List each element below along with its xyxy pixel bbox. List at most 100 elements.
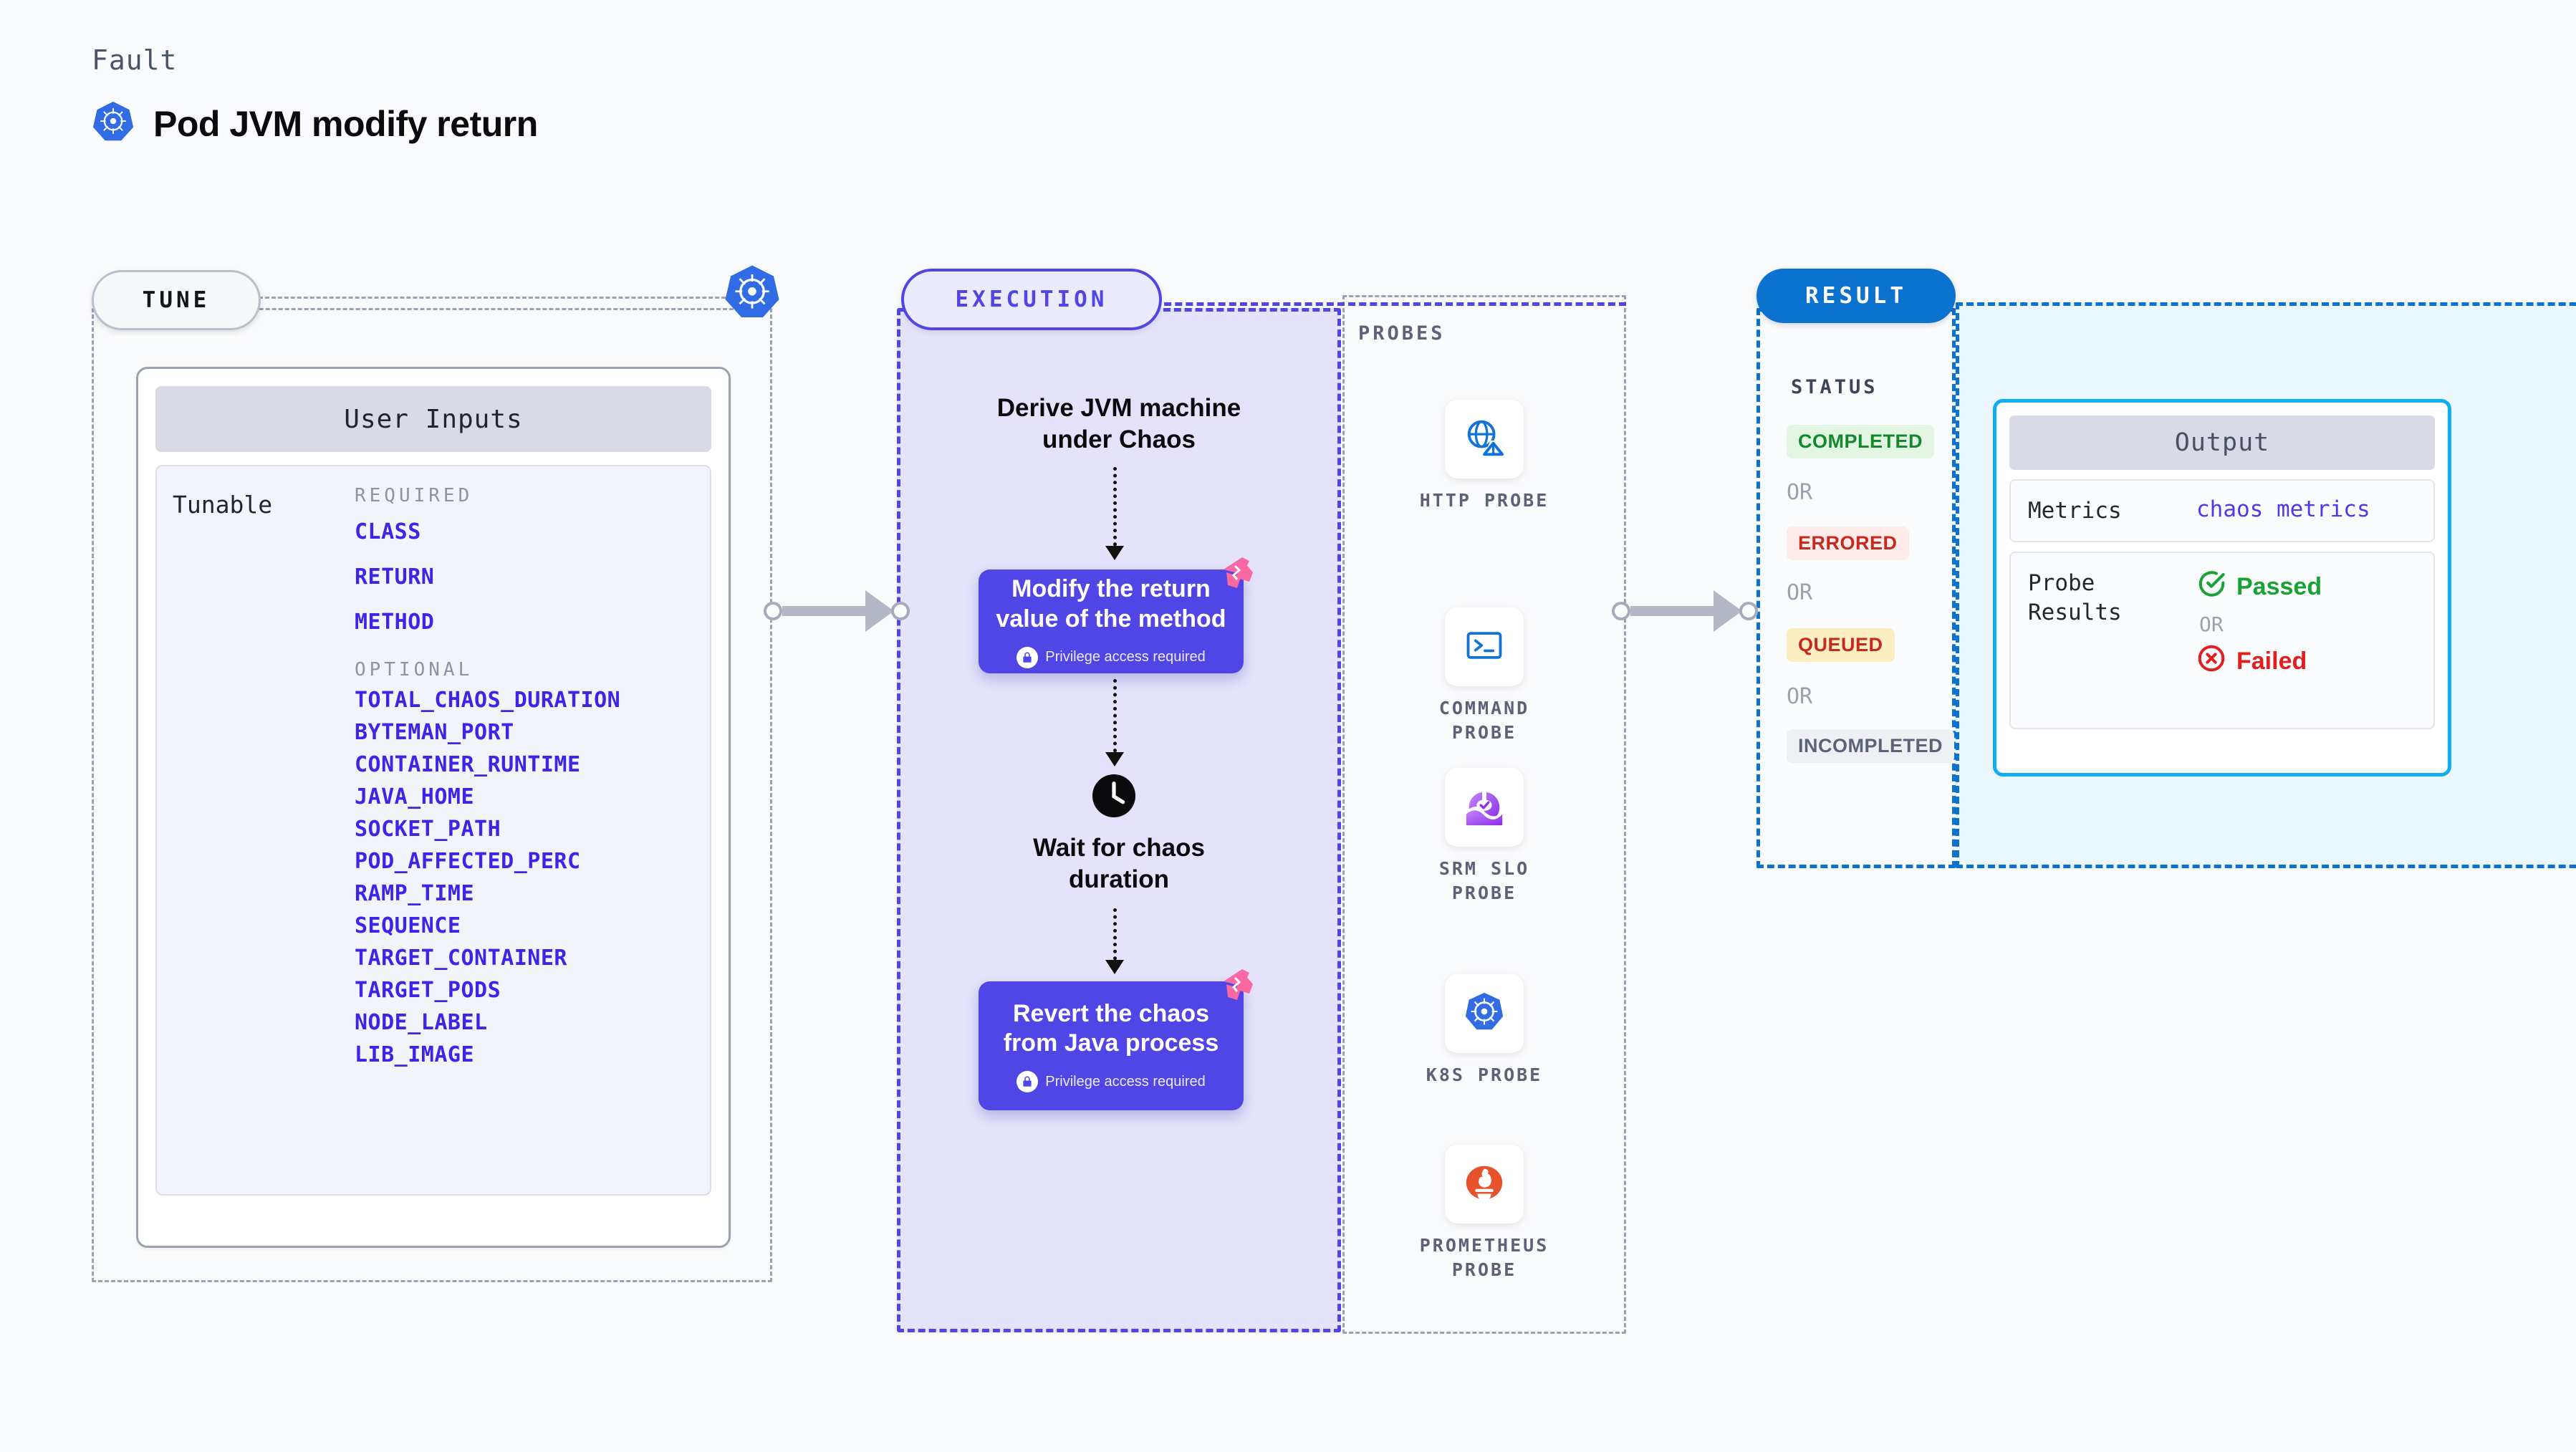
probe-k8s[interactable]: K8S PROBE bbox=[1342, 974, 1626, 1087]
parameter-item[interactable]: NODE_LABEL bbox=[355, 1010, 488, 1035]
tune-dashed-connector bbox=[252, 297, 745, 299]
clock-icon bbox=[1092, 774, 1136, 818]
metrics-value[interactable]: chaos metrics bbox=[2196, 496, 2370, 522]
status-or-label: OR bbox=[1787, 480, 1813, 505]
parameter-item[interactable]: SEQUENCE bbox=[355, 913, 461, 938]
parameter-item[interactable]: TARGET_PODS bbox=[355, 978, 501, 1003]
probe-label: PROMETHEUS PROBE bbox=[1419, 1235, 1549, 1280]
status-badge-queued: QUEUED bbox=[1787, 628, 1895, 662]
parameter-item[interactable]: CONTAINER_RUNTIME bbox=[355, 752, 581, 777]
connector-dot bbox=[1739, 602, 1758, 620]
output-probe-results-row: Probe Results Passed OR bbox=[2009, 552, 2435, 730]
output-card: Output Metrics chaos metrics Probe Resul… bbox=[1993, 399, 2451, 777]
metrics-key: Metrics bbox=[2028, 498, 2122, 524]
required-group-title: REQUIRED bbox=[355, 485, 474, 506]
probe-result-passed: Passed bbox=[2196, 569, 2322, 605]
litmus-chaos-icon bbox=[1213, 966, 1256, 1007]
failed-label: Failed bbox=[2236, 648, 2307, 675]
probe-label: K8S PROBE bbox=[1426, 1064, 1543, 1085]
parameter-column: REQUIRED CLASS RETURN METHOD OPTIONAL TO… bbox=[355, 485, 710, 1067]
page-title: Pod JVM modify return bbox=[153, 103, 538, 144]
execution-action-revert-chaos[interactable]: Revert the chaos from Java process Privi… bbox=[979, 969, 1253, 1110]
result-badge[interactable]: RESULT bbox=[1756, 269, 1956, 323]
globe-warning-icon bbox=[1462, 415, 1506, 463]
passed-label: Passed bbox=[2236, 573, 2322, 601]
parameter-item[interactable]: TOTAL_CHAOS_DURATION bbox=[355, 688, 621, 713]
tune-panel bbox=[92, 308, 772, 1282]
arrow-right-icon bbox=[1714, 590, 1742, 632]
parameter-item[interactable]: RETURN bbox=[355, 564, 435, 590]
connector-dot bbox=[891, 602, 910, 620]
probe-label: HTTP PROBE bbox=[1419, 490, 1549, 511]
status-title: STATUS bbox=[1791, 376, 1878, 398]
parameter-item[interactable]: METHOD bbox=[355, 610, 435, 635]
flow-dotted-line bbox=[1113, 908, 1117, 967]
parameter-item[interactable]: CLASS bbox=[355, 519, 421, 544]
action-title: Revert the chaos from Java process bbox=[1003, 999, 1219, 1057]
terminal-icon bbox=[1463, 624, 1506, 670]
probe-result-or: OR bbox=[2199, 612, 2224, 637]
probe-srm-slo[interactable]: SRM SLO PROBE bbox=[1342, 768, 1626, 905]
status-badge-incompleted: INCOMPLETED bbox=[1787, 729, 1955, 763]
execution-dashed-connector bbox=[1153, 302, 1626, 306]
lock-icon bbox=[1017, 1071, 1039, 1093]
parameter-item[interactable]: JAVA_HOME bbox=[355, 784, 475, 809]
srm-slo-icon bbox=[1462, 784, 1506, 832]
probe-results-values: Passed OR Failed bbox=[2196, 569, 2322, 680]
privilege-text: Privilege access required bbox=[1045, 649, 1206, 665]
flow-arrow-down-icon bbox=[1105, 960, 1124, 974]
parameter-item[interactable]: LIB_IMAGE bbox=[355, 1042, 475, 1067]
connector-bar bbox=[1630, 606, 1715, 616]
execution-panel bbox=[897, 308, 1341, 1332]
parameter-item[interactable]: BYTEMAN_PORT bbox=[355, 720, 514, 745]
user-inputs-card: User Inputs Tunable REQUIRED CLASS RETUR… bbox=[136, 367, 731, 1248]
litmus-chaos-icon bbox=[1213, 554, 1256, 595]
status-or-label: OR bbox=[1787, 684, 1813, 709]
probe-tile bbox=[1445, 1145, 1524, 1223]
probe-tile bbox=[1445, 400, 1524, 479]
flow-arrow-down-icon bbox=[1105, 546, 1124, 560]
probe-results-key: Probe Results bbox=[2028, 570, 2122, 625]
probe-tile bbox=[1445, 768, 1524, 847]
probes-title: PROBES bbox=[1358, 322, 1446, 345]
page-header: Fault Pod JVM modify return bbox=[92, 44, 538, 147]
parameter-item[interactable]: POD_AFFECTED_PERC bbox=[355, 849, 581, 874]
execution-wait-text: Wait for chaos duration bbox=[1033, 834, 1205, 893]
connector-probes-to-result bbox=[1612, 590, 1758, 632]
kubernetes-icon bbox=[92, 100, 135, 147]
flow-dotted-line bbox=[1113, 679, 1117, 759]
probe-http[interactable]: HTTP PROBE bbox=[1342, 400, 1626, 513]
probe-prometheus[interactable]: PROMETHEUS PROBE bbox=[1342, 1145, 1626, 1282]
parameter-item[interactable]: TARGET_CONTAINER bbox=[355, 946, 567, 971]
probe-result-failed: Failed bbox=[2196, 643, 2322, 680]
flow-dotted-line bbox=[1113, 467, 1117, 553]
probe-command[interactable]: COMMAND PROBE bbox=[1342, 607, 1626, 745]
lock-icon bbox=[1017, 646, 1039, 668]
parameter-item[interactable]: RAMP_TIME bbox=[355, 881, 475, 906]
x-circle-icon bbox=[2196, 643, 2226, 680]
status-or-label: OR bbox=[1787, 580, 1813, 605]
connector-bar bbox=[782, 606, 867, 616]
tunable-label: Tunable bbox=[173, 491, 273, 519]
connector-dot bbox=[764, 602, 782, 620]
status-badge-completed: COMPLETED bbox=[1787, 425, 1935, 458]
probe-tile bbox=[1445, 974, 1524, 1053]
kubernetes-icon bbox=[724, 264, 781, 321]
result-status-panel bbox=[1756, 308, 1956, 868]
action-title: Modify the return value of the method bbox=[996, 575, 1226, 633]
connector-tune-to-execution bbox=[764, 590, 910, 632]
flow-arrow-down-icon bbox=[1105, 752, 1124, 766]
required-parameter-list: CLASS RETURN METHOD bbox=[355, 519, 710, 635]
execution-action-modify-return[interactable]: Modify the return value of the method Pr… bbox=[979, 557, 1253, 673]
optional-parameter-list: TOTAL_CHAOS_DURATION BYTEMAN_PORT CONTAI… bbox=[355, 688, 710, 1067]
probe-label: COMMAND PROBE bbox=[1438, 698, 1530, 743]
tune-badge[interactable]: TUNE bbox=[92, 270, 261, 330]
optional-group-title: OPTIONAL bbox=[355, 659, 474, 681]
privilege-text: Privilege access required bbox=[1045, 1073, 1206, 1090]
prometheus-icon bbox=[1462, 1160, 1506, 1208]
fault-eyebrow: Fault bbox=[92, 44, 178, 76]
kubernetes-icon bbox=[1462, 990, 1506, 1038]
execution-badge[interactable]: EXECUTION bbox=[901, 269, 1162, 330]
user-inputs-title: User Inputs bbox=[155, 386, 711, 452]
parameter-item[interactable]: SOCKET_PATH bbox=[355, 817, 501, 842]
